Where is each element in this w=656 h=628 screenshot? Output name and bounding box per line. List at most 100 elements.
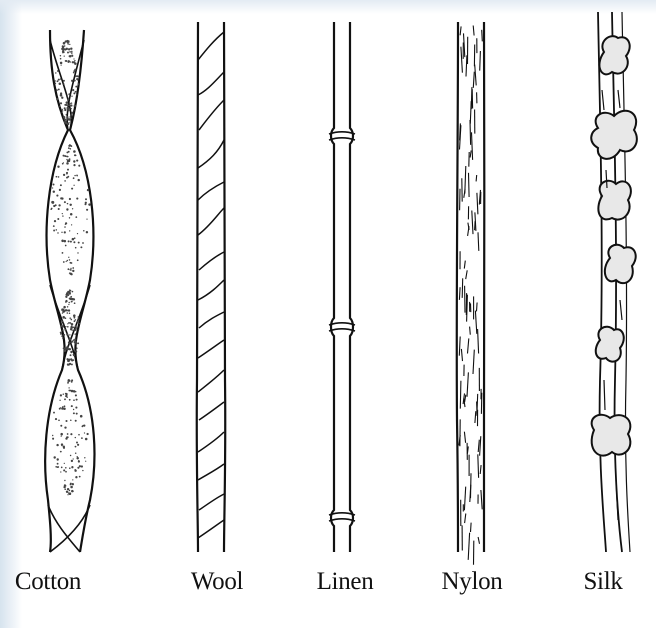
- cotton-stipple-dot: [74, 80, 76, 82]
- cotton-stipple-dot: [63, 83, 65, 85]
- silk-fiber: [591, 12, 637, 552]
- cotton-stipple-dot: [73, 314, 76, 317]
- cotton-stipple-dot: [62, 109, 63, 110]
- cotton-stipple-dot: [64, 480, 65, 481]
- cotton-stipple-dot: [68, 291, 70, 293]
- cotton-stipple-dot: [73, 354, 75, 356]
- cotton-stipple-dot: [70, 268, 71, 269]
- cotton-stipple-dot: [73, 177, 75, 179]
- cotton-stipple-dot: [67, 326, 69, 328]
- cotton-stipple-dot: [61, 445, 62, 446]
- cotton-stipple-dot: [75, 453, 76, 454]
- cotton-stipple-dot: [65, 326, 66, 327]
- cotton-stipple-dot: [62, 329, 64, 331]
- cotton-stipple-dot: [68, 240, 70, 242]
- cotton-stipple-dot: [57, 466, 59, 468]
- cotton-stipple-dot: [53, 456, 55, 458]
- nylon-striation: [464, 432, 465, 443]
- linen-label: Linen: [317, 568, 374, 596]
- cotton-stipple-dot: [70, 145, 71, 146]
- cotton-stipple-dot: [86, 231, 88, 233]
- cotton-stipple-dot: [67, 123, 69, 125]
- cotton-stipple-dot: [69, 103, 71, 105]
- cotton-stipple-dot: [56, 229, 58, 231]
- cotton-stipple-dot: [73, 58, 74, 59]
- nylon-striation: [468, 338, 469, 353]
- cotton-stipple-dot: [63, 42, 66, 45]
- cotton-stipple-dot: [63, 80, 65, 82]
- cotton-stipple-dot: [67, 52, 69, 54]
- cotton-stipple-dot: [65, 420, 67, 422]
- cotton-stipple-dot: [69, 198, 71, 200]
- cotton-stipple-dot: [57, 70, 59, 72]
- cotton-stipple-dot: [86, 209, 88, 211]
- cotton-stipple-dot: [68, 147, 70, 149]
- cotton-stipple-dot: [73, 399, 75, 401]
- cotton-stipple-dot: [60, 62, 63, 65]
- nylon-striation: [470, 327, 471, 335]
- cotton-stipple-dot: [52, 187, 53, 188]
- cotton-stipple-dot: [64, 121, 66, 123]
- cotton-stipple-dot: [62, 321, 64, 323]
- cotton-stipple-dot: [60, 433, 63, 436]
- cotton-stipple-dot: [68, 93, 70, 95]
- cotton-stipple-dot: [68, 309, 70, 311]
- cotton-stipple-dot: [60, 94, 63, 97]
- nylon-striation: [475, 311, 476, 334]
- cotton-stipple-dot: [76, 347, 78, 349]
- cotton-stipple-dot: [55, 466, 57, 468]
- cotton-stipple-dot: [66, 208, 68, 210]
- cotton-stipple-dot: [51, 201, 54, 204]
- cotton-stipple-dot: [67, 294, 69, 296]
- cotton-stipple-dot: [88, 203, 90, 205]
- cotton-stipple-dot: [65, 471, 67, 473]
- cotton-stipple-dot: [54, 82, 56, 84]
- cotton-stipple-dot: [71, 460, 73, 462]
- cotton-stipple-dot: [84, 432, 85, 433]
- cotton-stipple-dot: [75, 319, 77, 321]
- cotton-stipple-dot: [71, 105, 72, 106]
- cotton-stipple-dot: [67, 260, 69, 262]
- nylon-striation: [468, 226, 469, 236]
- nylon-striation: [478, 440, 479, 452]
- cotton-stipple-dot: [74, 317, 76, 319]
- silk-label: Silk: [583, 568, 622, 596]
- cotton-stipple-dot: [68, 341, 70, 343]
- cotton-stipple-dot: [77, 467, 79, 469]
- cotton-stipple-dot: [75, 343, 77, 345]
- cotton-stipple-dot: [73, 70, 75, 72]
- cotton-stipple-dot: [57, 166, 59, 168]
- cotton-stipple-dot: [67, 323, 68, 324]
- cotton-stipple-dot: [70, 273, 72, 275]
- cotton-stipple-dot: [52, 435, 53, 436]
- cotton-stipple-dot: [75, 86, 77, 88]
- cotton-stipple-dot: [60, 471, 61, 472]
- cotton-stipple-dot: [80, 246, 82, 248]
- cotton-stipple-dot: [68, 61, 70, 63]
- cotton-stipple-dot: [70, 351, 72, 353]
- cotton-stipple-dot: [59, 106, 60, 107]
- cotton-stipple-dot: [66, 107, 68, 109]
- cotton-stipple-dot: [69, 492, 72, 495]
- cotton-stipple-dot: [69, 158, 71, 160]
- cotton-stipple-dot: [76, 399, 78, 401]
- cotton-stipple-dot: [60, 55, 61, 56]
- cotton-stipple-dot: [58, 208, 60, 210]
- cotton-stipple-dot: [69, 51, 71, 53]
- cotton-stipple-dot: [72, 270, 74, 272]
- cotton-stipple-dot: [68, 360, 70, 362]
- wool-label: Wool: [191, 568, 243, 596]
- cotton-stipple-dot: [82, 426, 84, 428]
- nylon-striation: [480, 436, 481, 456]
- nylon-striation: [470, 485, 471, 502]
- linen-fiber: [329, 22, 355, 552]
- cotton-stipple-dot: [56, 176, 58, 178]
- cotton-stipple-dot: [67, 494, 68, 495]
- nylon-striations: [459, 26, 482, 565]
- cotton-stipple-dot: [76, 457, 78, 459]
- cotton-stipple-dot: [71, 80, 73, 82]
- nylon-striation: [476, 175, 477, 181]
- cotton-stipple-dot: [67, 160, 69, 162]
- nylon-striation: [473, 72, 474, 88]
- cotton-stipple-dot: [62, 215, 63, 216]
